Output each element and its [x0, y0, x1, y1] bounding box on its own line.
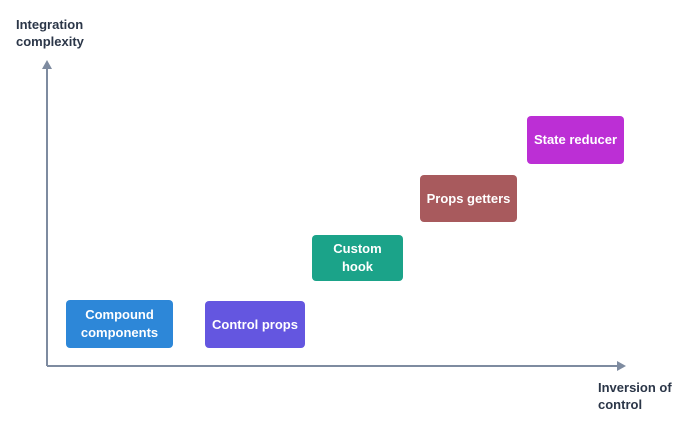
- y-axis-arrow-icon: [42, 60, 52, 69]
- pattern-box-label: Custom hook: [333, 241, 382, 274]
- y-axis-label: Integration complexity: [16, 17, 84, 49]
- pattern-box-compound-components: Compound components: [66, 300, 173, 348]
- pattern-box-custom-hook: Custom hook: [312, 235, 403, 281]
- pattern-box-label: Props getters: [426, 190, 511, 206]
- x-axis-label: Inversion of control: [598, 380, 672, 412]
- pattern-box-label: Compound components: [80, 307, 159, 340]
- pattern-box-control-props: Control props: [205, 301, 305, 348]
- pattern-box-label: State reducer: [533, 132, 618, 147]
- pattern-box-state-reducer: State reducer: [527, 116, 624, 164]
- pattern-box-label: Control props: [212, 316, 298, 332]
- x-axis-line: [47, 365, 619, 367]
- pattern-box-props-getters: Props getters: [420, 175, 517, 222]
- y-axis-line: [46, 68, 48, 366]
- x-axis-arrow-icon: [617, 361, 626, 371]
